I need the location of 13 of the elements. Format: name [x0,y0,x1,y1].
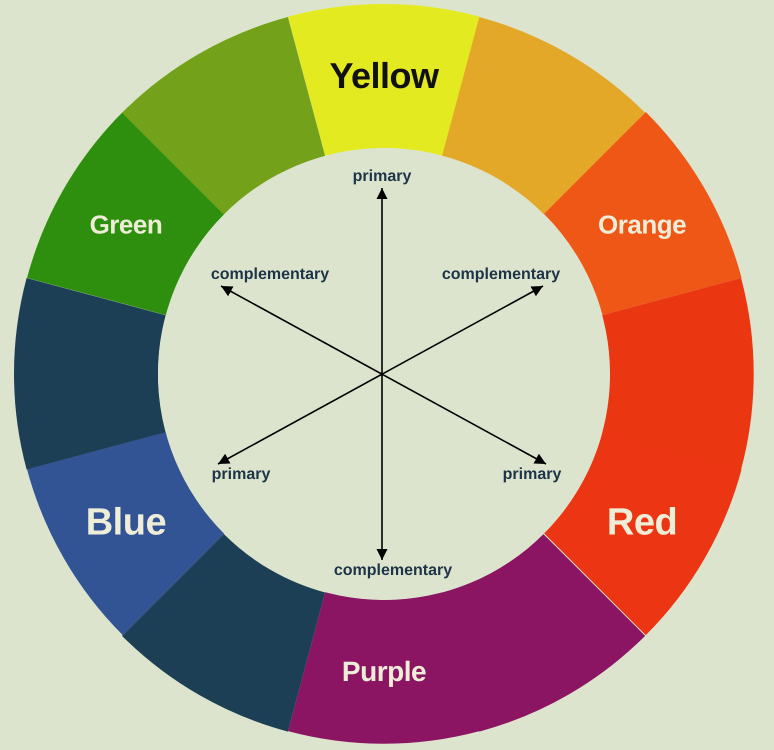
segment-label: Orange [598,209,686,240]
segment-label: Purple [342,656,426,688]
arrow-label: primary [352,166,412,188]
arrow-label: complementary [442,264,560,286]
segment-label: Red [606,501,678,544]
segment-label: Yellow [329,55,438,97]
arrow-label: primary [212,464,270,486]
double-arrow [376,188,388,560]
arrow-label: primary [502,464,562,486]
segment-label: Blue [86,501,166,544]
arrow-label: complementary [334,560,452,582]
segment-label: Green [90,209,162,240]
arrow-label: complementary [210,264,330,286]
